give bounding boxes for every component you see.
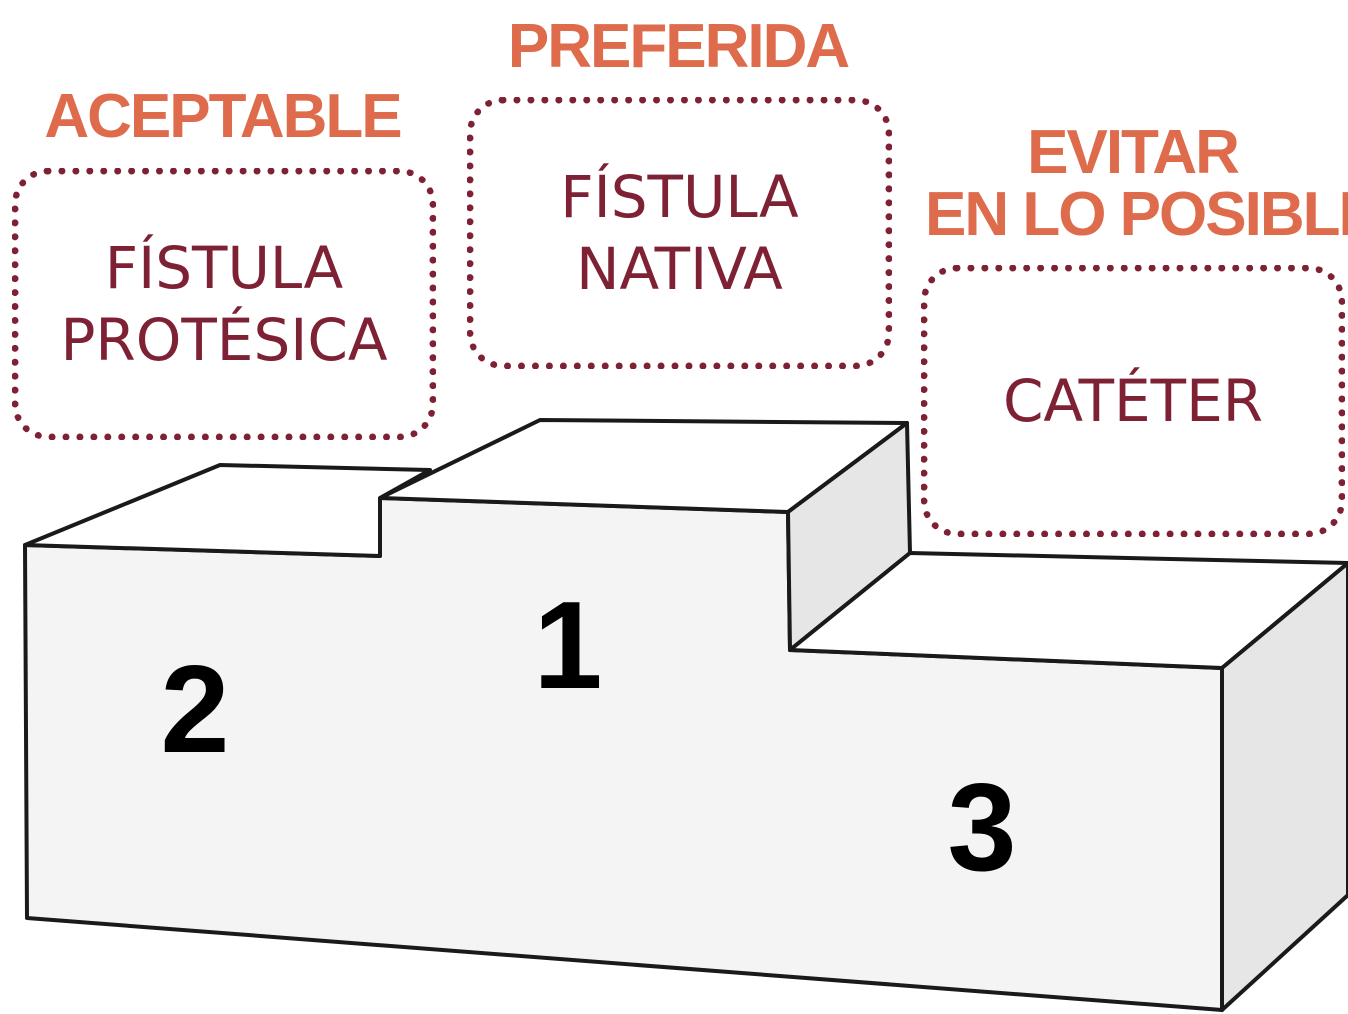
option-line: NATIVA bbox=[576, 235, 783, 303]
option-line: PROTÉSICA bbox=[60, 306, 388, 374]
place-number-first: 1 bbox=[534, 577, 603, 715]
place-number-second: 2 bbox=[161, 641, 230, 779]
heading-preferred-line: PREFERIDA bbox=[507, 12, 850, 81]
option-line: CATÉTER bbox=[1002, 367, 1264, 435]
option-box-prosthetic-fistula: FÍSTULA PROTÉSICA bbox=[12, 168, 436, 440]
option-line: FÍSTULA bbox=[104, 234, 344, 302]
option-line: FÍSTULA bbox=[560, 163, 799, 231]
heading-avoid-line: EN LO POSIBLE bbox=[925, 180, 1348, 249]
podium-top-second bbox=[23, 463, 432, 558]
option-box-native-fistula: FÍSTULA NATIVA bbox=[467, 97, 892, 369]
heading-acceptable-line: ACEPTABLE bbox=[44, 82, 402, 151]
heading-avoid: EVITAR EN LO POSIBLE bbox=[925, 118, 1348, 249]
heading-avoid-line: EVITAR bbox=[1027, 118, 1240, 187]
podium-top-third bbox=[788, 551, 1348, 670]
heading-acceptable: ACEPTABLE bbox=[20, 86, 425, 148]
place-number-third: 3 bbox=[948, 759, 1017, 897]
heading-preferred: PREFERIDA bbox=[478, 16, 878, 78]
option-box-catheter: CATÉTER bbox=[921, 265, 1345, 537]
podium-side-third bbox=[1220, 561, 1348, 1012]
